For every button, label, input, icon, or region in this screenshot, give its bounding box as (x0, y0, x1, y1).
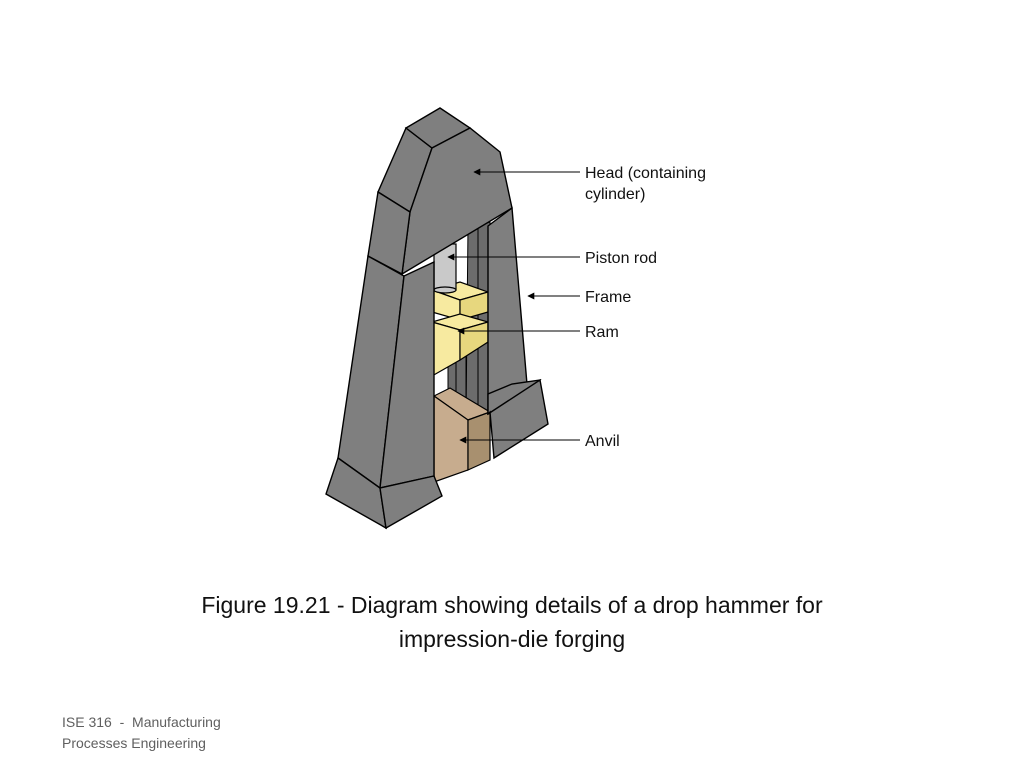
caption-line-2: impression-die forging (398, 626, 626, 652)
slide-footer: ISE 316 - Manufacturing Processes Engine… (62, 712, 221, 754)
frame-left-foot-front (379, 475, 443, 530)
anvil-side (467, 411, 491, 471)
drop-hammer-diagram: Head (containing cylinder) Piston rod Fr… (325, 107, 706, 530)
head-label-line2: cylinder) (585, 186, 645, 203)
head-label-line1: Head (containing (585, 165, 706, 182)
piston-rod-label: Piston rod (585, 250, 657, 267)
piston-rod-end (433, 286, 457, 294)
ram-label: Ram (585, 324, 619, 341)
caption-line-1: Figure 19.21 - Diagram showing details o… (201, 592, 823, 618)
head-left-lower-face (367, 190, 411, 276)
frame-right-foot-front (487, 378, 549, 460)
footer-line-1: ISE 316 - Manufacturing (62, 714, 221, 730)
anvil-label: Anvil (585, 433, 620, 450)
figure-caption: Figure 19.21 - Diagram showing details o… (112, 588, 912, 656)
frame-label: Frame (585, 289, 631, 306)
footer-line-2: Processes Engineering (62, 735, 206, 751)
